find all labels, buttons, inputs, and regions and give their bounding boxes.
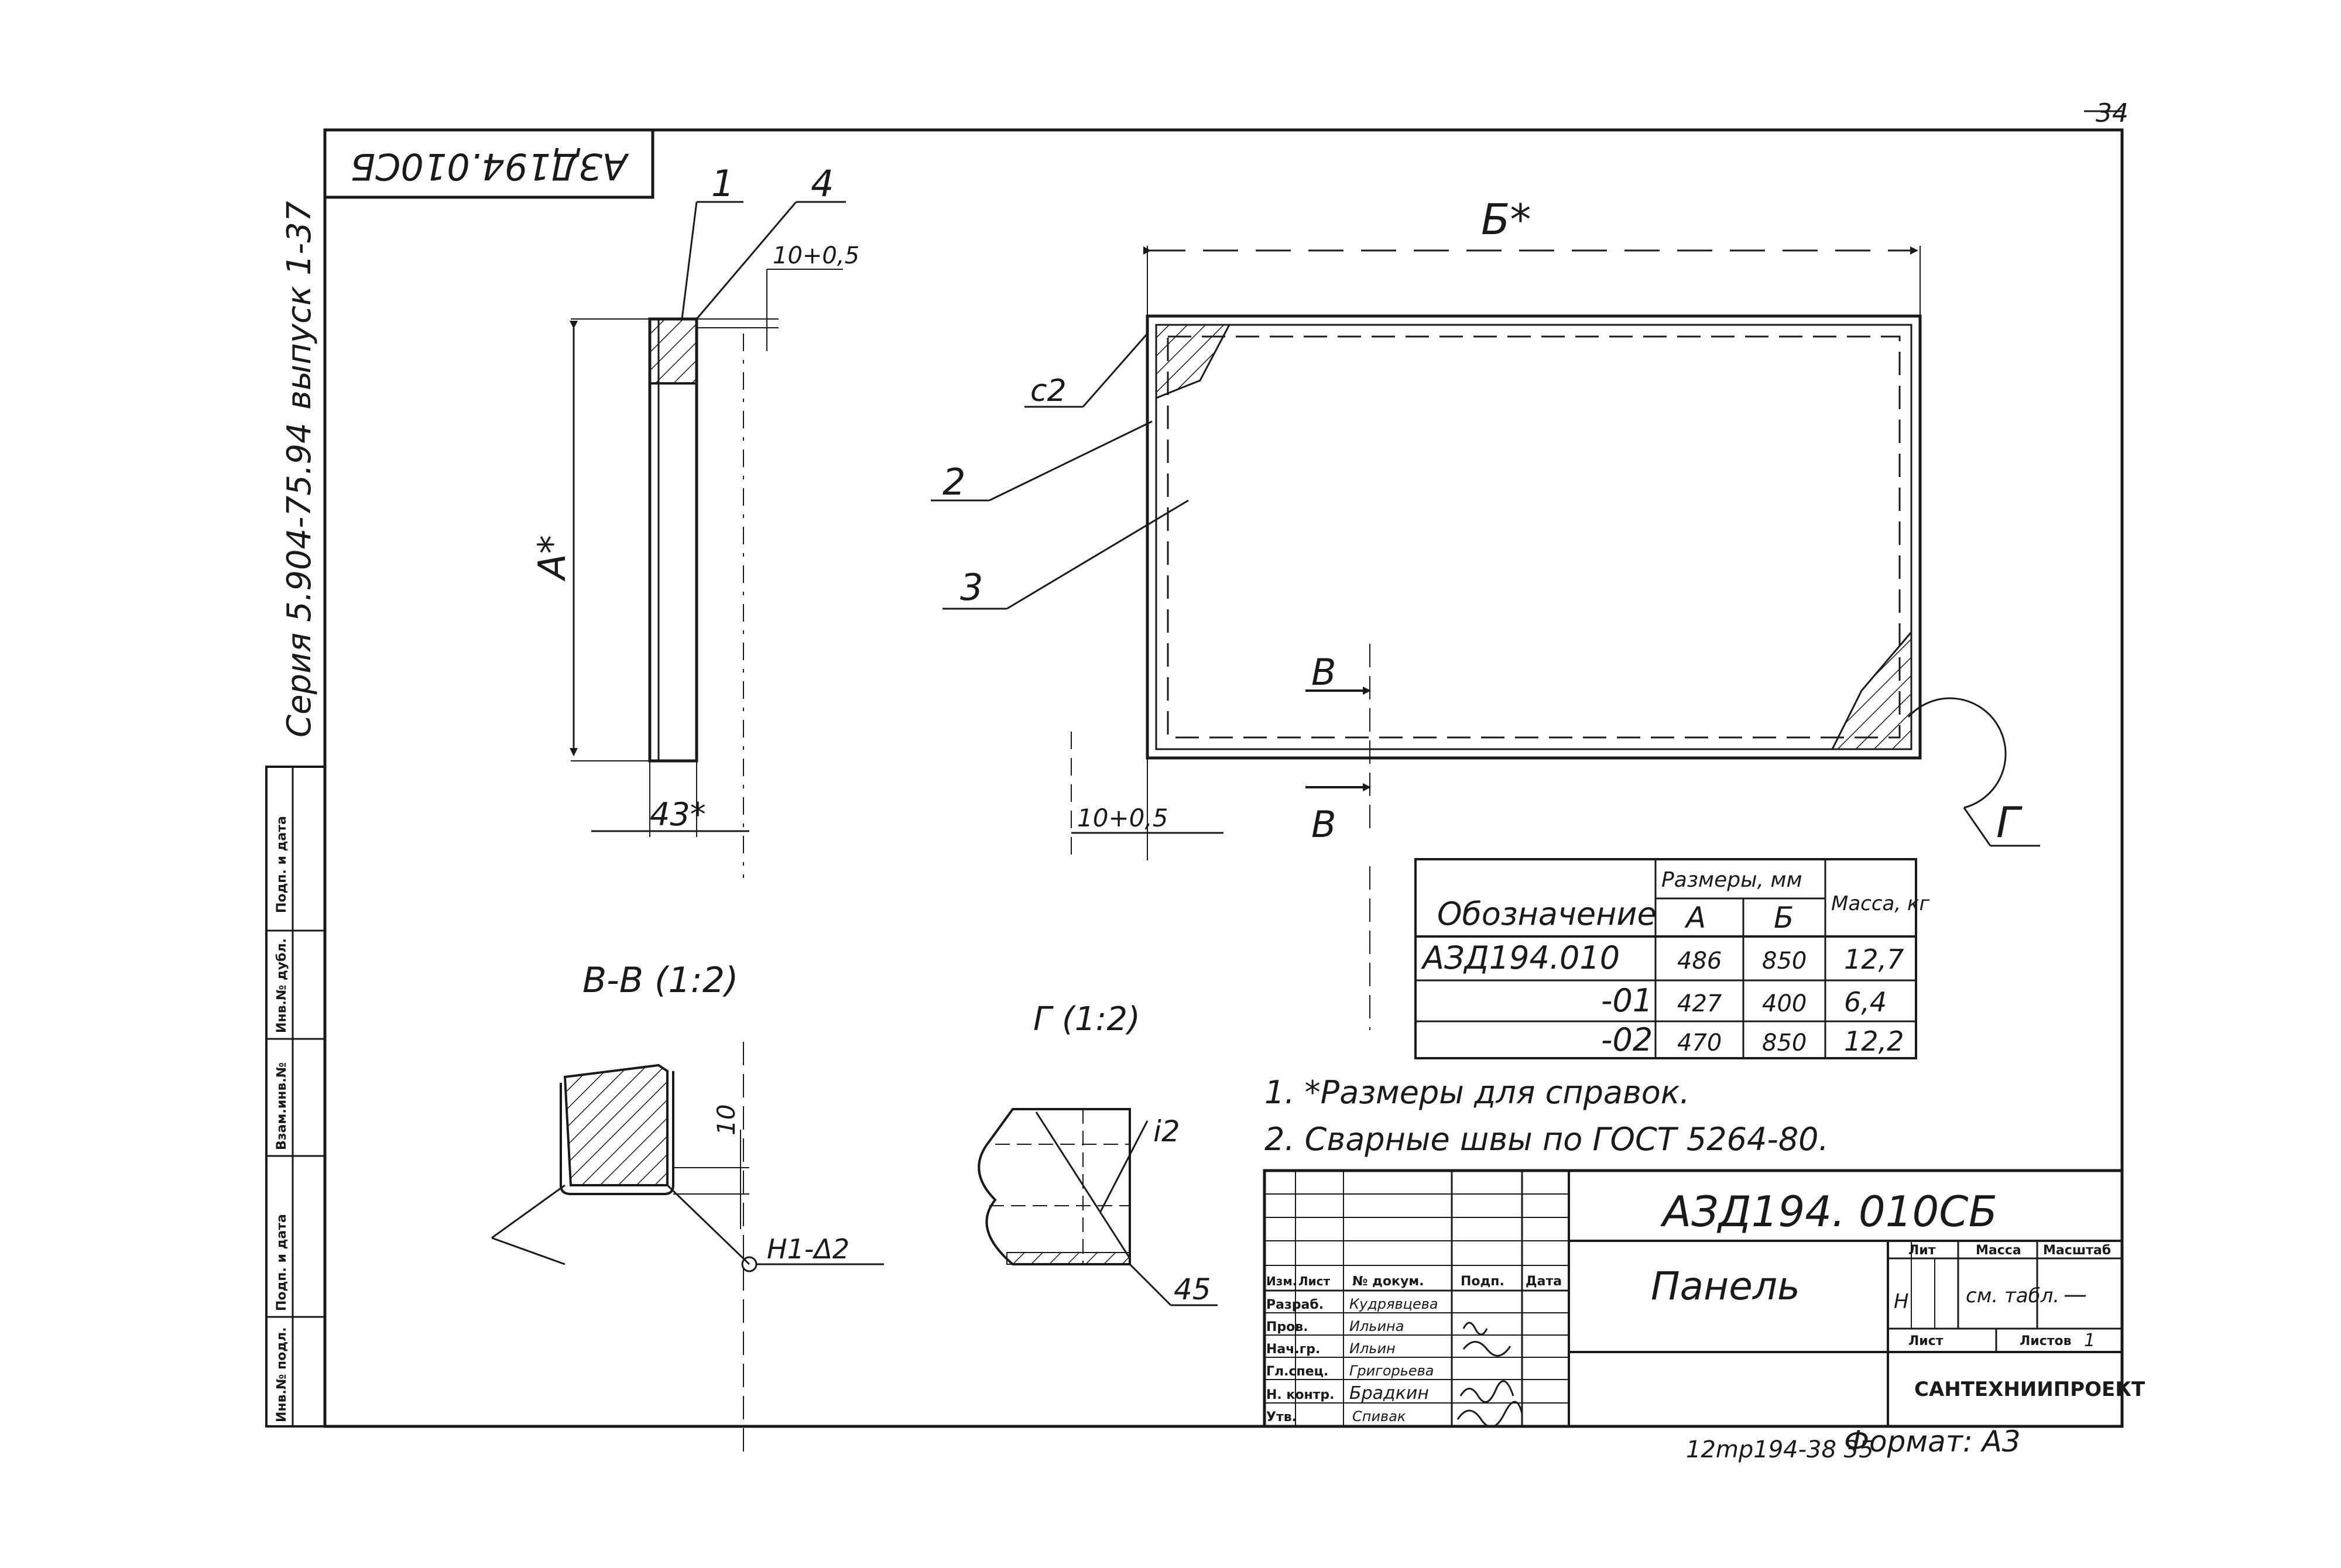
tb-role-6: Утв. bbox=[1266, 1410, 1297, 1425]
tb-org: САНТЕХНИИПРОЕКТ bbox=[1914, 1378, 2145, 1401]
tb-name-6: Спивак bbox=[1352, 1408, 1406, 1425]
tb-code: АЗД194. 010СБ bbox=[1660, 1187, 1997, 1236]
section-vv-dim: 10 bbox=[712, 1104, 741, 1135]
tb-role-3: Нач.гр. bbox=[1266, 1342, 1320, 1357]
tb-name: Панель bbox=[1651, 1264, 1800, 1309]
note-2: 2. Сварные швы по ГОСТ 5264-80. bbox=[1264, 1121, 1829, 1158]
tb-head-doc: № докум. bbox=[1352, 1274, 1424, 1289]
tb-head-list: Лист bbox=[1298, 1274, 1330, 1288]
side-dim-width: 43* bbox=[650, 796, 706, 833]
detail-mark: Г bbox=[1996, 798, 2023, 847]
tb-name-1: Кудрявцева bbox=[1349, 1296, 1438, 1312]
table-header-mass: Масса, кг bbox=[1831, 892, 1931, 915]
tb-role-5: Н. контр. bbox=[1266, 1388, 1335, 1402]
tb-mass-label: Масса bbox=[1976, 1243, 2021, 1258]
table-row-2-a: 427 bbox=[1677, 990, 1722, 1017]
stamp-cell-3: Взам.инв.№ bbox=[275, 1062, 289, 1150]
tb-scale-label: Масштаб bbox=[2043, 1243, 2111, 1258]
title-block: Изм. Лист № докум. Подп. Дата Разраб. Пр… bbox=[1263, 1169, 2145, 1428]
tb-head-date: Дата bbox=[1526, 1274, 1562, 1289]
table-row-3-designation: -02 bbox=[1601, 1021, 1653, 1058]
format-note: Формат: А3 bbox=[1844, 1425, 2021, 1459]
callout-1: 1 bbox=[711, 162, 734, 205]
tb-mass-value: см. табл. bbox=[1966, 1284, 2059, 1308]
table-row-3-b: 850 bbox=[1762, 1030, 1807, 1056]
stamp-cell-2: Инв.№ дубл. bbox=[275, 938, 289, 1033]
tb-lit-value: Н bbox=[1894, 1290, 1909, 1313]
section-mark-bottom: В bbox=[1311, 803, 1336, 846]
tb-head-sign: Подп. bbox=[1461, 1274, 1504, 1289]
tb-sheets-label: Листов bbox=[2020, 1334, 2072, 1349]
left-stamp: Подп. и дата Инв.№ дубл. Взам.инв.№ Подп… bbox=[265, 766, 326, 1428]
bottom-code: 12mp194-38 35 bbox=[1686, 1436, 1874, 1463]
table-header-a: А bbox=[1684, 901, 1706, 935]
weld-symbol: Н1-Δ2 bbox=[767, 1233, 849, 1265]
table-row-2-b: 400 bbox=[1762, 990, 1807, 1017]
detail-g: Г (1:2) i2 45 bbox=[978, 1000, 1218, 1306]
series-label: Серия 5.904-75.94 bbox=[280, 423, 318, 737]
tb-head-izm: Изм. bbox=[1266, 1274, 1297, 1288]
stamp-cell-1: Подп. и дата bbox=[275, 816, 289, 913]
top-code-box: АЗД194.010СБ bbox=[323, 128, 654, 199]
tb-name-5: Брадкин bbox=[1349, 1383, 1429, 1404]
side-dim-height: A* bbox=[531, 535, 574, 582]
side-dim-top: 10+0,5 bbox=[773, 242, 859, 269]
tb-role-2: Пров. bbox=[1266, 1320, 1308, 1334]
signatures bbox=[1456, 1322, 1523, 1428]
tb-sheets-value: 1 bbox=[2084, 1330, 2095, 1351]
table-row-1-b: 850 bbox=[1762, 948, 1807, 975]
callout-3: 3 bbox=[960, 566, 983, 609]
notes: 1. *Размеры для справок. 2. Сварные швы … bbox=[1264, 1074, 1829, 1158]
tb-name-3: Ильин bbox=[1349, 1340, 1396, 1357]
section-mark-top: В bbox=[1311, 651, 1336, 694]
table-row-1-a: 486 bbox=[1677, 948, 1722, 975]
callout-2: 2 bbox=[942, 461, 965, 503]
tb-name-4: Григорьева bbox=[1349, 1363, 1434, 1379]
side-view: 1 4 10+0,5 A* 43* bbox=[531, 162, 859, 878]
table-header-b: Б bbox=[1774, 901, 1794, 935]
table-row-2-designation: -01 bbox=[1601, 982, 1653, 1019]
page-number: 34 bbox=[2096, 98, 2129, 128]
table-row-1-mass: 12,7 bbox=[1844, 943, 1904, 975]
front-view: Б* с2 2 3 В В 10+0,5 Г bbox=[931, 195, 2040, 1030]
front-dim-width: Б* bbox=[1481, 195, 1531, 244]
size-table: Обозначение Размеры, мм А Б Масса, кг АЗ… bbox=[1414, 858, 1931, 1059]
note-1: 1. *Размеры для справок. bbox=[1264, 1074, 1690, 1111]
table-row-1-designation: АЗД194.010 bbox=[1421, 939, 1620, 976]
top-code-text: АЗД194.010СБ bbox=[351, 145, 630, 188]
table-header-designation: Обозначение bbox=[1437, 895, 1657, 932]
tb-scale-value: — bbox=[2064, 1281, 2087, 1308]
tb-role-4: Гл.спец. bbox=[1266, 1364, 1328, 1379]
callout-c2: с2 bbox=[1030, 373, 1067, 409]
table-row-3-a: 470 bbox=[1677, 1030, 1722, 1056]
section-vv-title: В-В (1:2) bbox=[582, 960, 738, 1001]
series-text: Серия 5.904-75.94 выпуск 1-37 bbox=[280, 201, 318, 737]
table-header-sizes: Размеры, мм bbox=[1661, 868, 1802, 892]
stamp-cell-5: Инв.№ подл. bbox=[275, 1327, 289, 1422]
tb-lit-label: Лит bbox=[1908, 1243, 1936, 1258]
issue-label: выпуск 1-37 bbox=[280, 201, 318, 410]
detail-weld-i2: i2 bbox=[1153, 1114, 1180, 1148]
tb-name-2: Ильина bbox=[1349, 1318, 1404, 1334]
detail-angle: 45 bbox=[1174, 1272, 1211, 1306]
tb-sheet-label: Лист bbox=[1908, 1334, 1944, 1349]
callout-4: 4 bbox=[811, 162, 834, 205]
tb-role-1: Разраб. bbox=[1266, 1298, 1324, 1312]
stamp-cell-4: Подп. и дата bbox=[275, 1214, 289, 1311]
detail-g-title: Г (1:2) bbox=[1033, 1000, 1140, 1038]
front-dim-10: 10+0,5 bbox=[1077, 804, 1168, 832]
section-vv: В-В (1:2) 10 Н1-Δ2 bbox=[491, 960, 884, 1452]
table-row-2-mass: 6,4 bbox=[1844, 986, 1887, 1018]
table-row-3-mass: 12,2 bbox=[1844, 1025, 1904, 1057]
